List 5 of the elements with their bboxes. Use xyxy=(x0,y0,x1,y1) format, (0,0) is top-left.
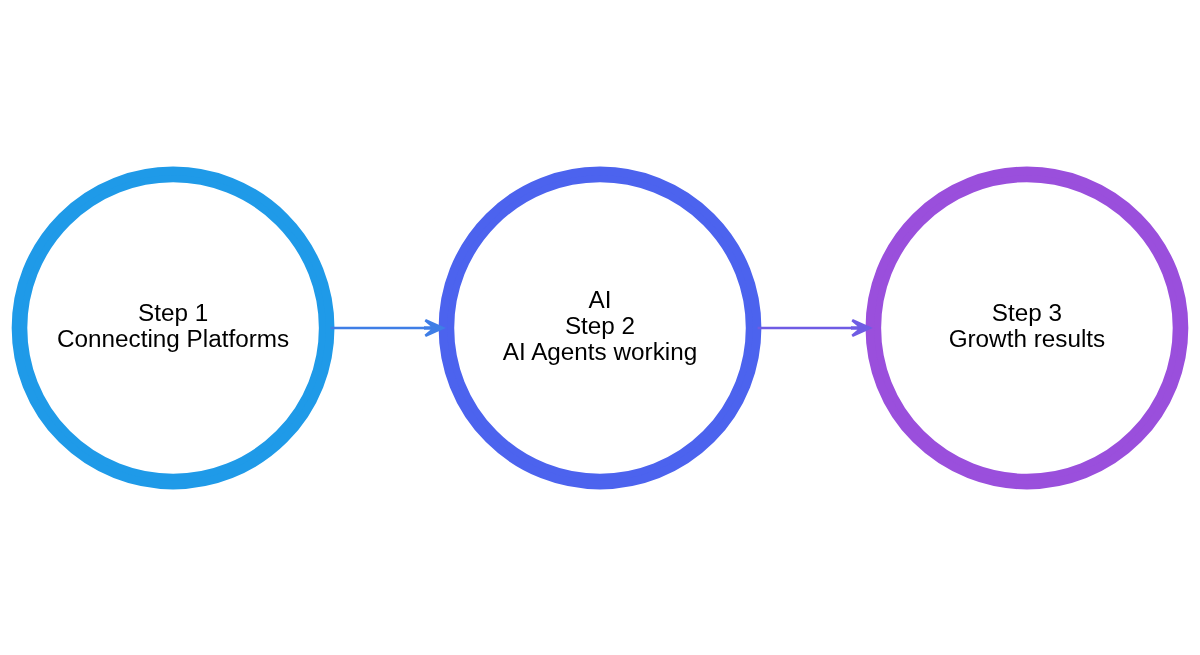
node-circle: AI Step 2 AI Agents working xyxy=(438,166,762,489)
arrow xyxy=(330,318,445,337)
node-circle: Step 3 Growth results xyxy=(865,166,1189,489)
arrow xyxy=(757,318,871,337)
node-circle: Step 1 Connecting Platforms xyxy=(11,166,335,489)
